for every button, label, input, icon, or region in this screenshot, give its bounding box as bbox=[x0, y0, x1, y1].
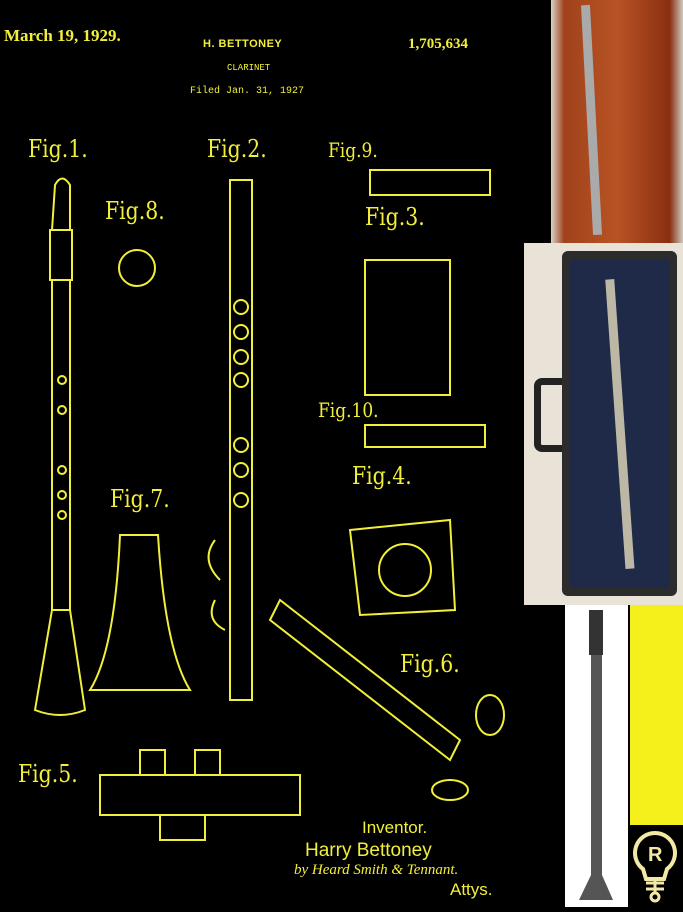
photo-clarinet-engraving bbox=[565, 605, 628, 907]
fig3-label: Fig.3. bbox=[365, 203, 425, 231]
fig7-bell-drawing bbox=[88, 534, 192, 691]
fig1-label: Fig.1. bbox=[28, 135, 88, 163]
fig7-label: Fig.7. bbox=[110, 485, 170, 513]
clarinet-engraving-icon bbox=[579, 610, 613, 900]
attorneys-label: Attys. bbox=[450, 880, 493, 899]
attorneys-signature: by Heard Smith & Tennant. bbox=[294, 862, 459, 878]
fig8-ring-drawing bbox=[118, 249, 156, 287]
fig9-drawing bbox=[369, 169, 491, 196]
clarinet-photo-icon bbox=[605, 279, 635, 569]
fig5-drawing bbox=[99, 749, 301, 841]
fig10-drawing bbox=[364, 424, 486, 448]
inventor-label: Inventor. bbox=[362, 818, 428, 837]
lightbulb-r-icon: R bbox=[633, 830, 677, 903]
yellow-panel bbox=[630, 605, 683, 825]
fig6-drawing bbox=[268, 598, 505, 801]
fig10-label: Fig.10. bbox=[318, 398, 379, 422]
patent-title: CLARINET bbox=[227, 63, 271, 73]
fig3-drawing bbox=[364, 259, 451, 396]
clarinet-photo-icon bbox=[580, 4, 603, 236]
fig4-label: Fig.4. bbox=[352, 462, 412, 490]
patent-drawing bbox=[33, 169, 505, 841]
patent-date: March 19, 1929. bbox=[4, 26, 121, 45]
patent-filed-date: Filed Jan. 31, 1927 bbox=[190, 86, 305, 97]
fig8-label: Fig.8. bbox=[105, 197, 165, 225]
fig2-label: Fig.2. bbox=[207, 135, 267, 163]
patent-inventor-name: H. BETTONEY bbox=[203, 38, 283, 50]
photo-clarinet-black-case bbox=[524, 243, 683, 605]
inventor-name: Harry Bettoney bbox=[305, 840, 432, 861]
fig2-clarinet-drawing bbox=[207, 179, 253, 701]
svg-text:R: R bbox=[648, 844, 663, 866]
fig9-label: Fig.9. bbox=[328, 138, 378, 162]
fig4-drawing bbox=[348, 518, 457, 617]
patent-number: 1,705,634 bbox=[408, 36, 468, 52]
fig6-label: Fig.6. bbox=[400, 650, 460, 678]
fig1-clarinet-drawing bbox=[33, 177, 87, 716]
fig5-label: Fig.5. bbox=[18, 760, 78, 788]
lightbulb-logo: R bbox=[628, 825, 683, 907]
case-handle bbox=[534, 378, 575, 452]
photo-clarinet-red-case bbox=[551, 0, 683, 243]
